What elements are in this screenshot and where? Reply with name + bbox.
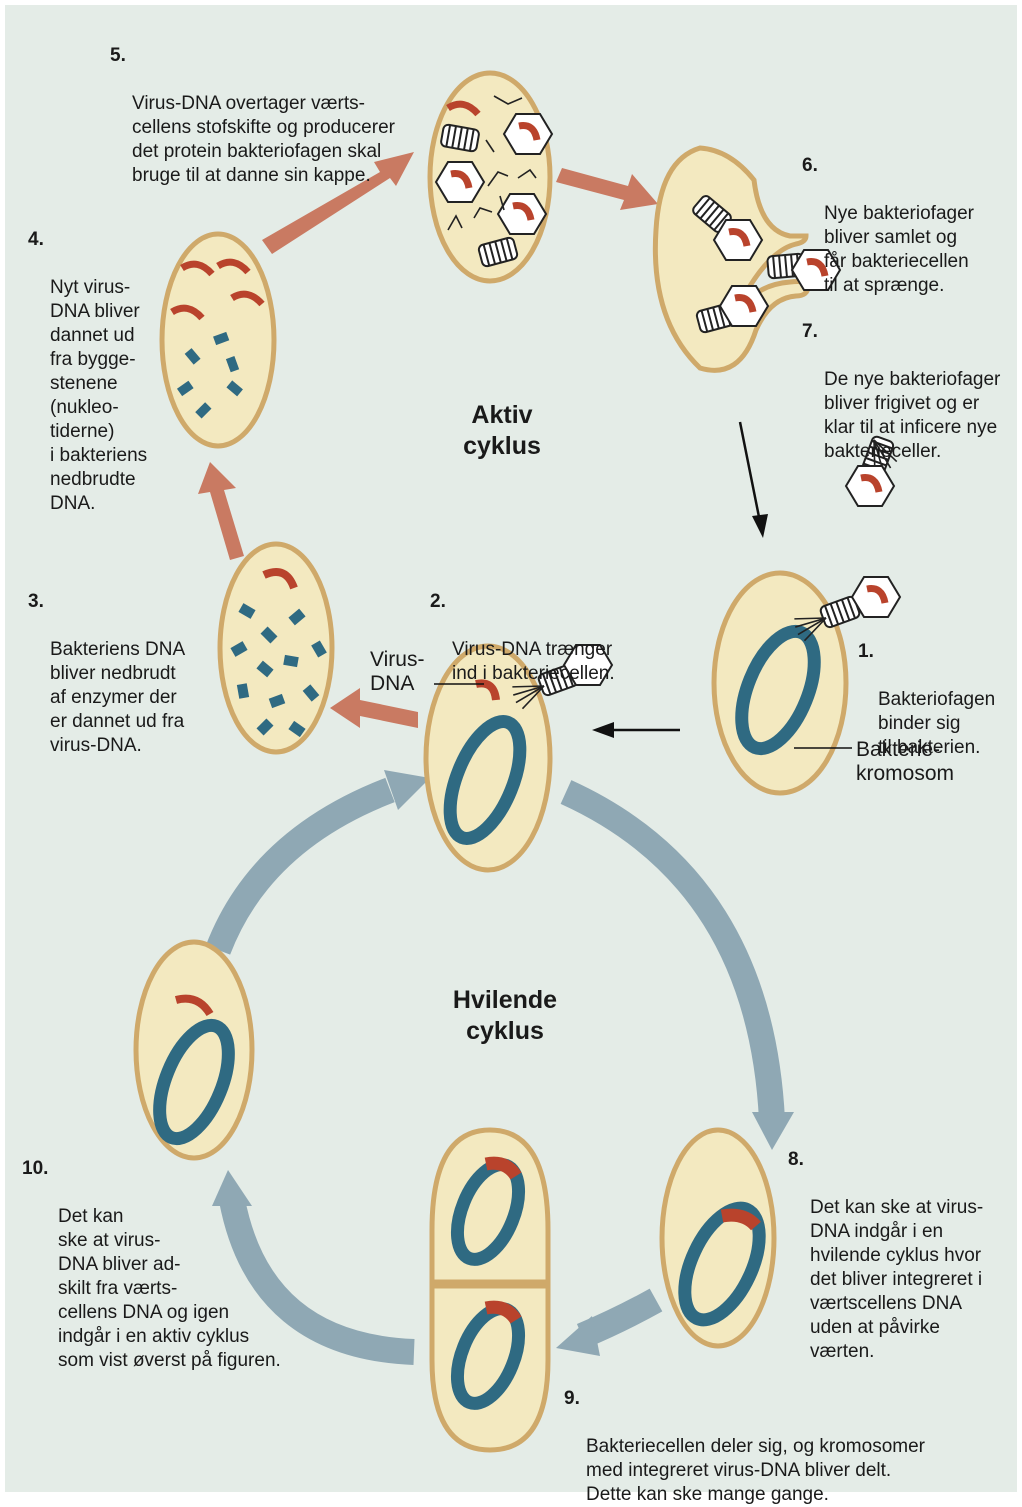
lysogenic-cycle-title: Hvilende cyklus: [420, 985, 590, 1047]
step-7-note: 7. De nye bakteriofager bliver frigivet …: [824, 320, 1019, 464]
step-3-number: 3.: [28, 590, 44, 614]
step-7-text: De nye bakteriofager bliver frigivet og …: [824, 369, 1000, 462]
step-6-text: Nye bakteriofager bliver samlet og får b…: [824, 203, 974, 296]
step-4-note: 4. Nyt virus- DNA bliver dannet ud fra b…: [50, 228, 170, 516]
cell-step-4: [162, 234, 274, 446]
cell-step-5: [430, 73, 552, 281]
step-5-text: Virus-DNA overtager værts- cellens stofs…: [132, 93, 395, 186]
cell-step-8: [662, 1130, 775, 1346]
step-1-number: 1.: [858, 640, 874, 664]
chromosome-label: Bakterie- kromosom: [856, 738, 1006, 786]
step-2-number: 2.: [430, 590, 446, 614]
step-5-note: 5. Virus-DNA overtager værts- cellens st…: [132, 44, 432, 188]
step-9-number: 9.: [564, 1387, 580, 1411]
arrow-10-to-2: [218, 790, 390, 950]
step-9-note: 9. Bakteriecellen deler sig, og kromosom…: [586, 1387, 1006, 1507]
cell-step-9: [432, 1130, 548, 1450]
step-2-text: Virus-DNA trænger ind i bakteriecellen.: [452, 639, 615, 684]
arrow-3-to-4: [198, 462, 244, 560]
step-4-text: Nyt virus- DNA bliver dannet ud fra bygg…: [50, 277, 147, 514]
step-8-text: Det kan ske at virus- DNA indgår i en hv…: [810, 1197, 983, 1362]
cell-step-10: [136, 942, 252, 1158]
arrow-2-to-8: [566, 792, 772, 1120]
arrow-5-to-6: [556, 168, 658, 210]
virus-dna-label: Virus- DNA: [370, 648, 440, 696]
step-2-note: 2. Virus-DNA trænger ind i bakteriecelle…: [452, 590, 662, 686]
step-5-number: 5.: [110, 44, 126, 68]
step-6-number: 6.: [802, 154, 818, 178]
step-8-number: 8.: [788, 1148, 804, 1172]
step-3-note: 3. Bakteriens DNA bliver nedbrudt af enz…: [50, 590, 220, 758]
step-3-text: Bakteriens DNA bliver nedbrudt af enzyme…: [50, 639, 185, 756]
step-7-number: 7.: [802, 320, 818, 344]
step-4-number: 4.: [28, 228, 44, 252]
step-10-text: Det kan ske at virus- DNA bliver ad- ski…: [58, 1206, 281, 1371]
step-10-number: 10.: [22, 1157, 48, 1181]
step-10-note: 10. Det kan ske at virus- DNA bliver ad-…: [58, 1157, 328, 1373]
active-cycle-title: Aktiv cyklus: [432, 400, 572, 462]
step-9-text: Bakteriecellen deler sig, og kromosomer …: [586, 1436, 925, 1505]
step-6-note: 6. Nye bakteriofager bliver samlet og få…: [824, 154, 1009, 298]
cell-step-3: [220, 544, 332, 752]
step-8-note: 8. Det kan ske at virus- DNA indgår i en…: [810, 1148, 1015, 1364]
